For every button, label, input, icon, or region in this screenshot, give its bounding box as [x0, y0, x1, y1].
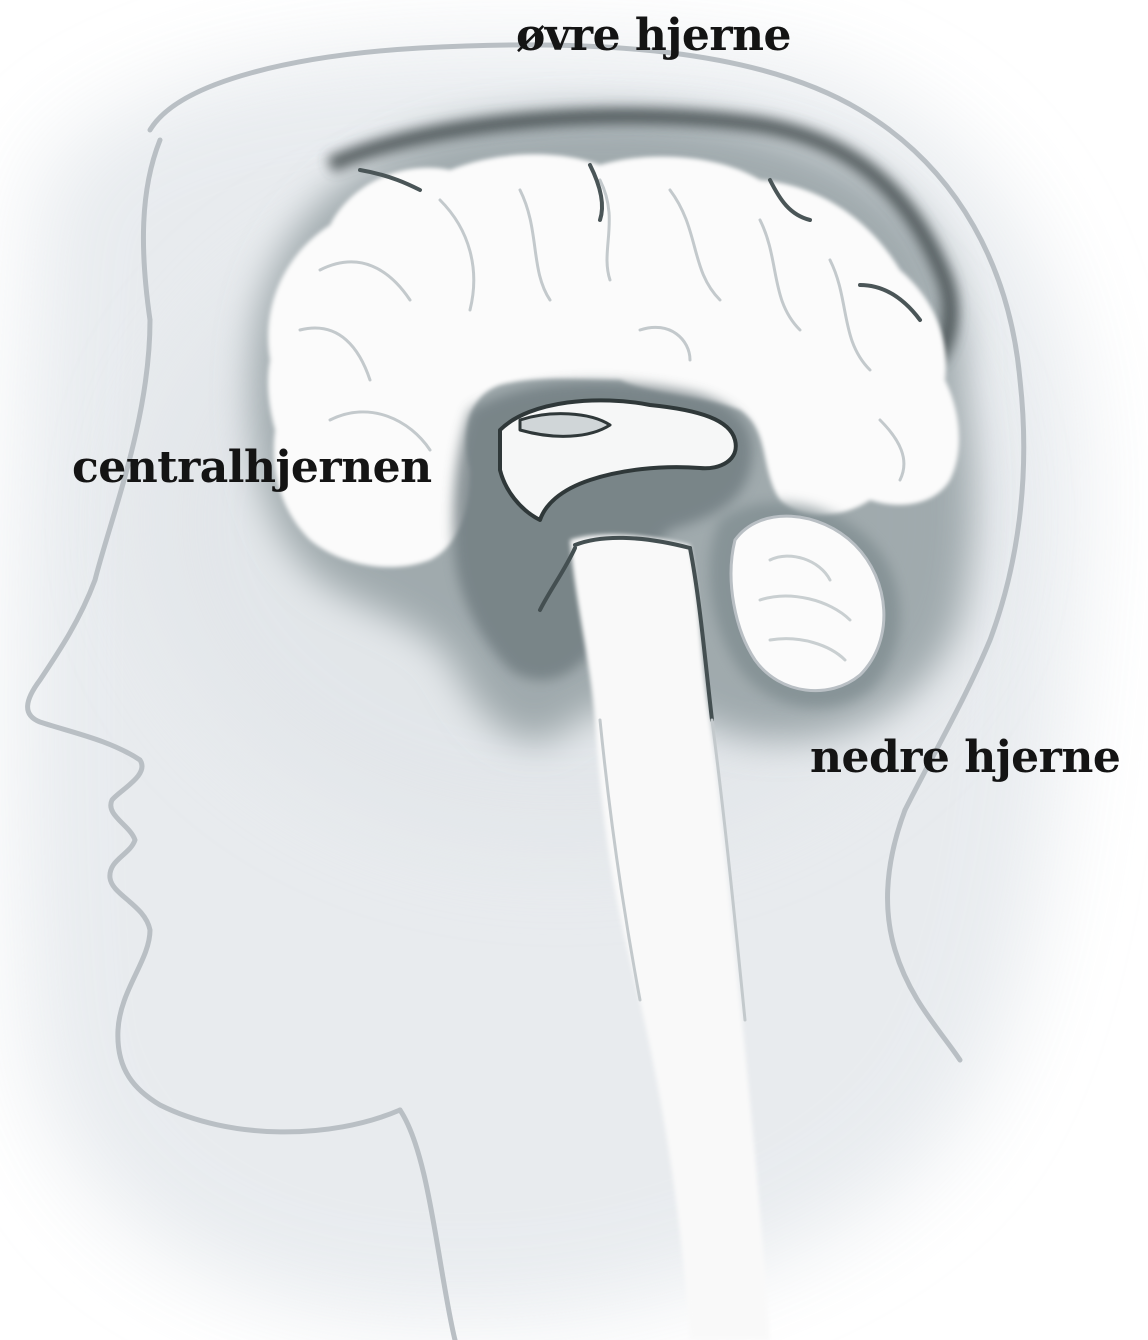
label-upper-brain: øvre hjerne: [516, 14, 791, 58]
label-lower-brain: nedre hjerne: [810, 736, 1120, 780]
label-central-brain: centralhjernen: [72, 446, 432, 490]
